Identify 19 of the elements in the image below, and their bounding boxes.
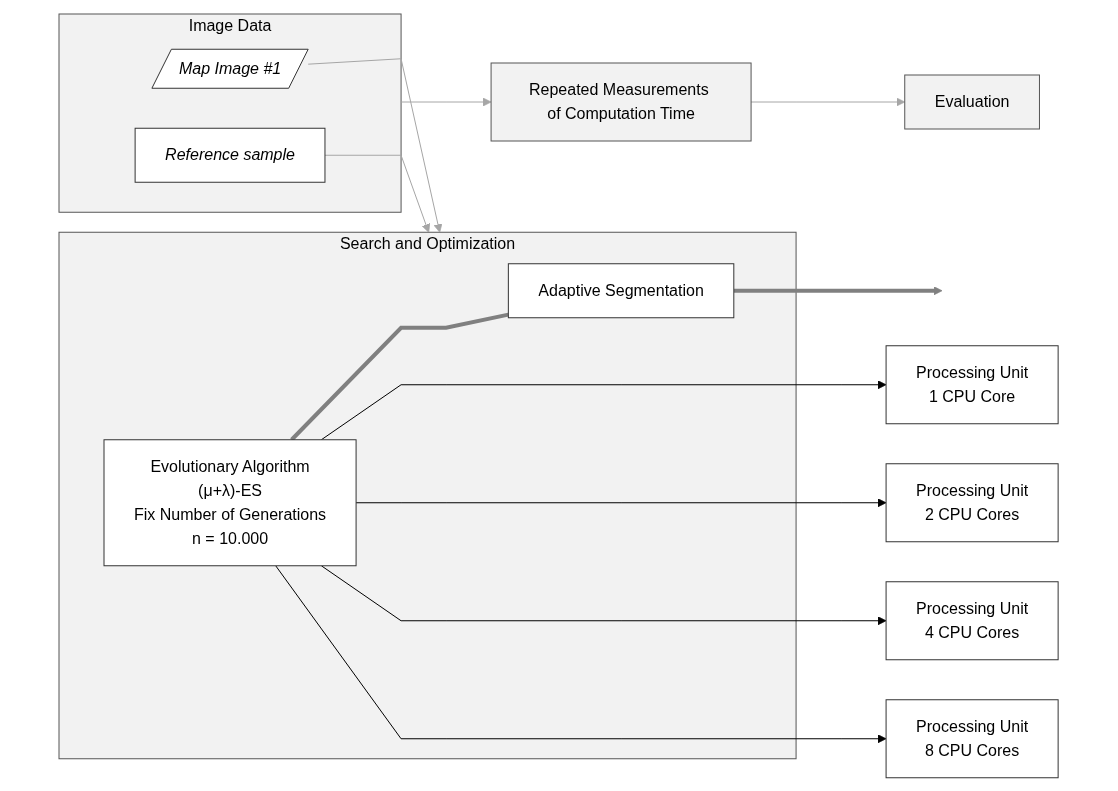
node-box: Repeated Measurements of Computation Time — [491, 62, 752, 142]
arrow — [321, 380, 887, 440]
node-box: Processing Unit 2 CPU Cores — [886, 462, 1060, 542]
arrow — [324, 154, 431, 233]
node-box: Adaptive Segmentation — [508, 262, 735, 318]
node-box: Evolutionary Algorithm (μ+λ)-ES Fix Number of Generations n = 10.000 — [103, 438, 357, 566]
connector — [290, 312, 510, 441]
node-box: Reference sample — [135, 127, 326, 183]
node-box: Processing Unit 4 CPU Cores — [886, 580, 1060, 660]
node-box: Processing Unit 8 CPU Cores — [886, 698, 1060, 778]
node-box: Evaluation — [904, 74, 1041, 130]
arrow — [401, 97, 492, 107]
arrow — [308, 57, 443, 233]
node-box: Processing Unit 1 CPU Core — [886, 344, 1060, 424]
arrow — [275, 564, 887, 743]
arrow — [321, 564, 887, 625]
arrow — [356, 498, 887, 507]
arrow — [751, 97, 906, 107]
arrow — [734, 286, 943, 295]
